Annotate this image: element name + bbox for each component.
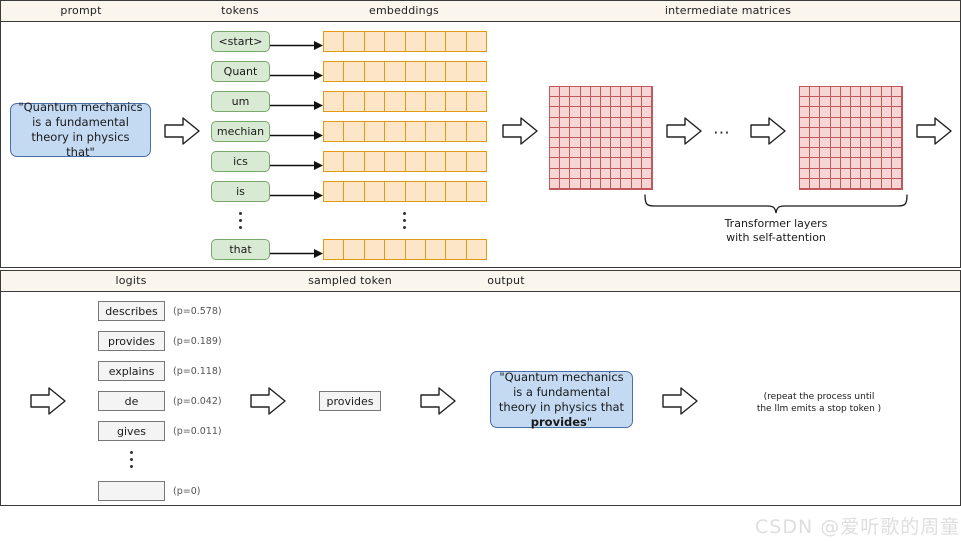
connector-arrow bbox=[270, 156, 324, 170]
logit-probability: (p=0.011) bbox=[173, 426, 222, 437]
arrow-into-logits bbox=[29, 385, 67, 421]
logit-probability: (p=0.118) bbox=[173, 366, 222, 377]
logit-probability: (p=0) bbox=[173, 486, 201, 497]
token-column-ellipsis-icon bbox=[239, 212, 242, 233]
token-chip: is bbox=[211, 181, 270, 202]
logit-probability: (p=0.042) bbox=[173, 396, 222, 407]
csdn-watermark: CSDN @爱听歌的周童鞋 bbox=[755, 516, 961, 538]
logit-box: explains bbox=[98, 361, 165, 381]
connector-arrow bbox=[270, 126, 324, 140]
intermediate-matrix bbox=[799, 86, 903, 190]
connector-arrow bbox=[270, 36, 324, 50]
prompt-bubble: "Quantum mechanics is a fundamental theo… bbox=[10, 100, 151, 159]
arrow-output-to-repeat bbox=[661, 385, 699, 421]
connector-arrow bbox=[270, 244, 324, 258]
embedding-row bbox=[323, 61, 487, 82]
embedding-row bbox=[323, 239, 487, 260]
embedding-row bbox=[323, 91, 487, 112]
matrix-sequence-ellipsis-icon: ⋯ bbox=[713, 123, 732, 143]
embedding-row bbox=[323, 31, 487, 52]
header-label-intermediate-matrices: intermediate matrices bbox=[664, 4, 792, 17]
output-prefix: "Quantum mechanics is a fundamental theo… bbox=[498, 369, 625, 414]
output-suffix: " bbox=[586, 414, 593, 429]
output-bubble-text: "Quantum mechanics is a fundamental theo… bbox=[496, 370, 627, 430]
logit-box: gives bbox=[98, 421, 165, 441]
header-label-prompt: prompt bbox=[60, 4, 102, 17]
token-chip: Quant bbox=[211, 61, 270, 82]
token-chip: ics bbox=[211, 151, 270, 172]
arrow-embeddings-to-matrix bbox=[501, 115, 539, 151]
logit-box bbox=[98, 481, 165, 501]
transformer-layers-brace bbox=[643, 193, 909, 219]
arrow-logits-to-sampled-token bbox=[249, 385, 287, 421]
token-chip: um bbox=[211, 91, 270, 112]
token-chip: <start> bbox=[211, 31, 270, 52]
top-section-header-bar bbox=[1, 1, 960, 22]
token-chip: mechian bbox=[211, 121, 270, 142]
connector-arrow bbox=[270, 66, 324, 80]
logit-box: describes bbox=[98, 301, 165, 321]
output-bubble: "Quantum mechanics is a fundamental theo… bbox=[490, 370, 633, 430]
header-label-logits: logits bbox=[115, 274, 147, 287]
embedding-row bbox=[323, 181, 487, 202]
repeat-process-note: (repeat the process until the llm emits … bbox=[756, 392, 882, 414]
logit-probability: (p=0.189) bbox=[173, 336, 222, 347]
transformer-layers-caption: Transformer layers with self-attention bbox=[724, 217, 828, 244]
logits-ellipsis-icon bbox=[130, 451, 133, 472]
embedding-column-ellipsis-icon bbox=[403, 212, 406, 233]
bottom-section: logits sampled token output describes (p… bbox=[0, 270, 961, 506]
embedding-row bbox=[323, 151, 487, 172]
output-bold-token: provides bbox=[530, 414, 587, 429]
logit-box: de bbox=[98, 391, 165, 411]
intermediate-matrix bbox=[549, 86, 653, 190]
arrow-prompt-to-tokens bbox=[163, 115, 201, 151]
connector-arrow bbox=[270, 96, 324, 110]
sampled-token-box: provides bbox=[319, 391, 381, 411]
arrow-matrix-to-dots bbox=[665, 115, 703, 151]
arrow-sampled-token-to-output bbox=[419, 385, 457, 421]
logit-box: provides bbox=[98, 331, 165, 351]
top-section: prompt tokens embeddings intermediate ma… bbox=[0, 0, 961, 268]
header-label-sampled-token: sampled token bbox=[308, 274, 392, 287]
connector-arrow bbox=[270, 186, 324, 200]
embedding-row bbox=[323, 121, 487, 142]
header-label-output: output bbox=[487, 274, 525, 287]
arrow-matrix-to-logits bbox=[915, 115, 953, 151]
token-chip: that bbox=[211, 239, 270, 260]
logit-probability: (p=0.578) bbox=[173, 306, 222, 317]
header-label-tokens: tokens bbox=[221, 4, 259, 17]
header-label-embeddings: embeddings bbox=[369, 4, 439, 17]
arrow-dots-to-matrix bbox=[749, 115, 787, 151]
bottom-section-header-bar bbox=[1, 271, 960, 292]
